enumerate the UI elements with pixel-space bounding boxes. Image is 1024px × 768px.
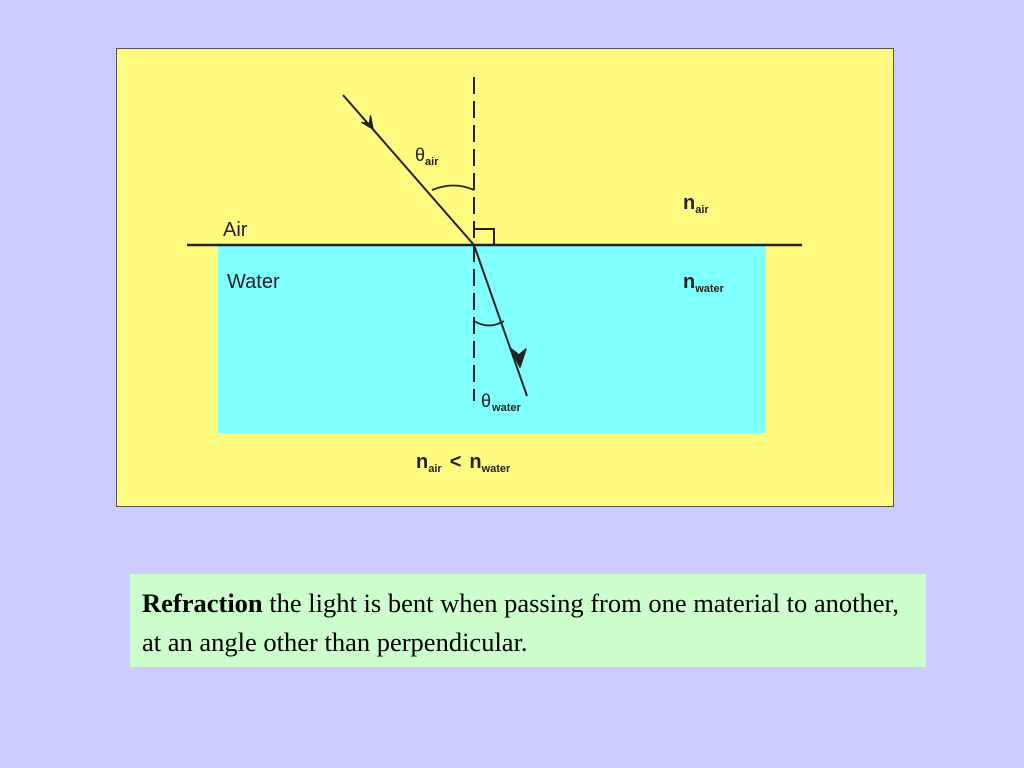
incident-ray	[342, 94, 475, 246]
n-air-subscript: air	[695, 204, 709, 216]
angle-arc-water	[473, 320, 505, 327]
n-symbol: n	[416, 451, 428, 473]
air-label: Air	[223, 219, 248, 241]
theta-symbol: θ	[481, 391, 491, 411]
water-region	[218, 246, 766, 433]
theta-air-subscript: air	[425, 156, 439, 168]
refraction-diagram: Air Water θair θwater nair nwater nair<n…	[116, 48, 894, 507]
angle-arc-air	[431, 184, 475, 191]
n-water-subscript: water	[481, 463, 511, 475]
definition-caption: Refraction the light is bent when passin…	[130, 574, 926, 667]
n-symbol: n	[683, 271, 695, 293]
n-water-subscript: water	[694, 283, 724, 295]
refracted-ray	[473, 244, 528, 397]
theta-water-subscript: water	[491, 402, 521, 414]
incident-arrowhead-icon	[361, 115, 374, 130]
less-than-symbol: <	[450, 451, 462, 473]
theta-symbol: θ	[415, 145, 425, 165]
right-angle-icon	[474, 228, 495, 245]
theta-water-label: θwater	[481, 391, 521, 414]
diagram-canvas: Air Water θair θwater nair nwater nair<n…	[117, 49, 893, 506]
n-symbol: n	[469, 451, 481, 473]
inequality-label: nair<nwater	[416, 451, 511, 475]
n-water-label: nwater	[683, 271, 725, 295]
n-air-subscript: air	[428, 463, 442, 475]
caption-text: the light is bent when passing from one …	[142, 588, 899, 657]
water-label: Water	[227, 271, 280, 293]
caption-term: Refraction	[142, 588, 263, 618]
n-symbol: n	[683, 192, 695, 214]
theta-air-label: θair	[415, 145, 439, 168]
refracted-arrowhead-icon	[509, 347, 527, 368]
n-air-label: nair	[683, 192, 709, 216]
